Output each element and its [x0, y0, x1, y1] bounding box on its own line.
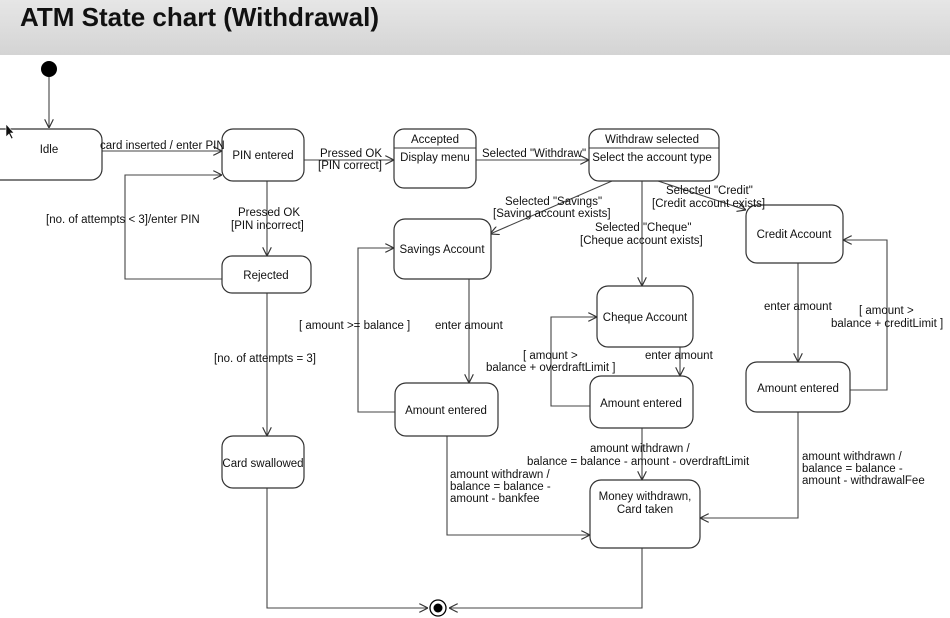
title-bar: ATM State chart (Withdrawal) — [0, 0, 950, 55]
state-savings-amount-label: Amount entered — [405, 405, 487, 417]
label-cheque-account-exists: [Cheque account exists] — [580, 235, 703, 247]
label-savings-withdraw-1: amount withdrawn / — [450, 469, 551, 481]
rejected-to-pin-entered — [124, 175, 222, 280]
label-selected-withdraw: Selected "Withdraw" — [482, 148, 586, 160]
state-idle: Idle — [0, 128, 103, 181]
withdrawn-to-final — [449, 548, 643, 608]
state-credit-account: Credit Account — [745, 204, 844, 264]
label-credit-withdraw-3: amount - withdrawalFee — [802, 475, 925, 487]
state-savings-amount-entered: Amount entered — [394, 382, 499, 437]
label-credit-withdraw-1: amount withdrawn / — [802, 451, 903, 463]
label-savings-guard: [ amount >= balance ] — [299, 320, 410, 332]
state-card-swallowed: Card swallowed — [221, 435, 305, 489]
label-pressed-ok-correct: Pressed OK — [320, 148, 382, 160]
label-saving-account-exists: [Saving account exists] — [493, 208, 611, 220]
withdraw-to-credit — [657, 180, 746, 210]
state-withdraw-selected: Withdraw selected Select the account typ… — [588, 128, 720, 182]
final-state — [429, 599, 447, 617]
state-card-swallowed-label: Card swallowed — [222, 458, 303, 470]
page-title: ATM State chart (Withdrawal) — [20, 2, 379, 32]
state-money-withdrawn-label-1: Money withdrawn, — [599, 491, 692, 503]
label-credit-guard-1: [ amount > — [859, 305, 914, 317]
transition-labels: card inserted / enter PIN Pressed OK [PI… — [46, 140, 943, 505]
label-savings-withdraw-3: amount - bankfee — [450, 493, 540, 505]
label-cheque-enter-amount: enter amount — [645, 350, 714, 362]
label-cheque-withdraw-1: amount withdrawn / — [590, 443, 691, 455]
card-swallowed-to-final — [266, 488, 428, 608]
label-credit-enter-amount: enter amount — [764, 301, 833, 313]
state-money-withdrawn-label-2: Card taken — [617, 504, 673, 516]
state-pin-entered: PIN entered — [221, 128, 305, 182]
credit-amount-to-withdrawn — [700, 412, 799, 518]
state-idle-label: Idle — [40, 144, 59, 156]
state-pin-entered-label: PIN entered — [232, 150, 293, 162]
state-cheque-amount-label: Amount entered — [600, 398, 682, 410]
state-credit-amount-entered: Amount entered — [745, 361, 851, 413]
label-cheque-guard-2: balance + overdraftLimit ] — [486, 362, 615, 374]
state-accepted: Accepted Display menu — [393, 128, 477, 189]
withdraw-to-savings — [490, 180, 613, 234]
savings-amount-to-withdrawn — [446, 436, 590, 535]
label-selected-savings: Selected "Savings" — [505, 196, 602, 208]
label-attempts-less-than-3: [no. of attempts < 3]/enter PIN — [46, 214, 200, 226]
state-savings-account-label: Savings Account — [399, 244, 485, 256]
state-cheque-account-label: Cheque Account — [603, 312, 688, 324]
label-card-inserted: card inserted / enter PIN — [100, 140, 225, 152]
savings-amount-loop — [357, 248, 395, 413]
state-withdraw-selected-label: Withdraw selected — [605, 134, 699, 146]
state-cheque-account: Cheque Account — [596, 285, 694, 348]
state-rejected: Rejected — [221, 255, 312, 294]
label-cheque-guard-1: [ amount > — [523, 350, 578, 362]
label-cheque-withdraw-2: balance = balance - amount - overdraftLi… — [527, 456, 750, 468]
label-savings-withdraw-2: balance = balance - — [450, 481, 551, 493]
label-attempts-equal-3: [no. of attempts = 3] — [214, 353, 316, 365]
initial-state — [41, 61, 57, 77]
state-accepted-activity: Display menu — [400, 152, 470, 164]
state-money-withdrawn: Money withdrawn, Card taken — [589, 479, 701, 549]
credit-amount-loop — [843, 240, 888, 391]
label-pin-correct: [PIN correct] — [318, 160, 382, 172]
state-withdraw-selected-activity: Select the account type — [592, 152, 712, 164]
label-credit-account-exists: [Credit account exists] — [652, 198, 765, 210]
label-pin-incorrect: [PIN incorrect] — [231, 220, 304, 232]
mouse-cursor-icon — [5, 123, 15, 140]
state-accepted-label: Accepted — [411, 134, 459, 146]
label-selected-cheque: Selected "Cheque" — [595, 222, 691, 234]
cheque-amount-loop — [550, 317, 597, 407]
label-credit-guard-2: balance + creditLimit ] — [831, 318, 943, 330]
state-rejected-label: Rejected — [243, 270, 288, 282]
label-credit-withdraw-2: balance = balance - — [802, 463, 903, 475]
label-savings-enter-amount: enter amount — [435, 320, 504, 332]
state-cheque-amount-entered: Amount entered — [589, 375, 694, 429]
transitions — [49, 77, 888, 608]
state-credit-amount-label: Amount entered — [757, 383, 839, 395]
state-credit-account-label: Credit Account — [757, 229, 833, 241]
state-savings-account: Savings Account — [393, 218, 492, 280]
label-selected-credit: Selected "Credit" — [666, 185, 753, 197]
label-pressed-ok-incorrect: Pressed OK — [238, 207, 300, 219]
